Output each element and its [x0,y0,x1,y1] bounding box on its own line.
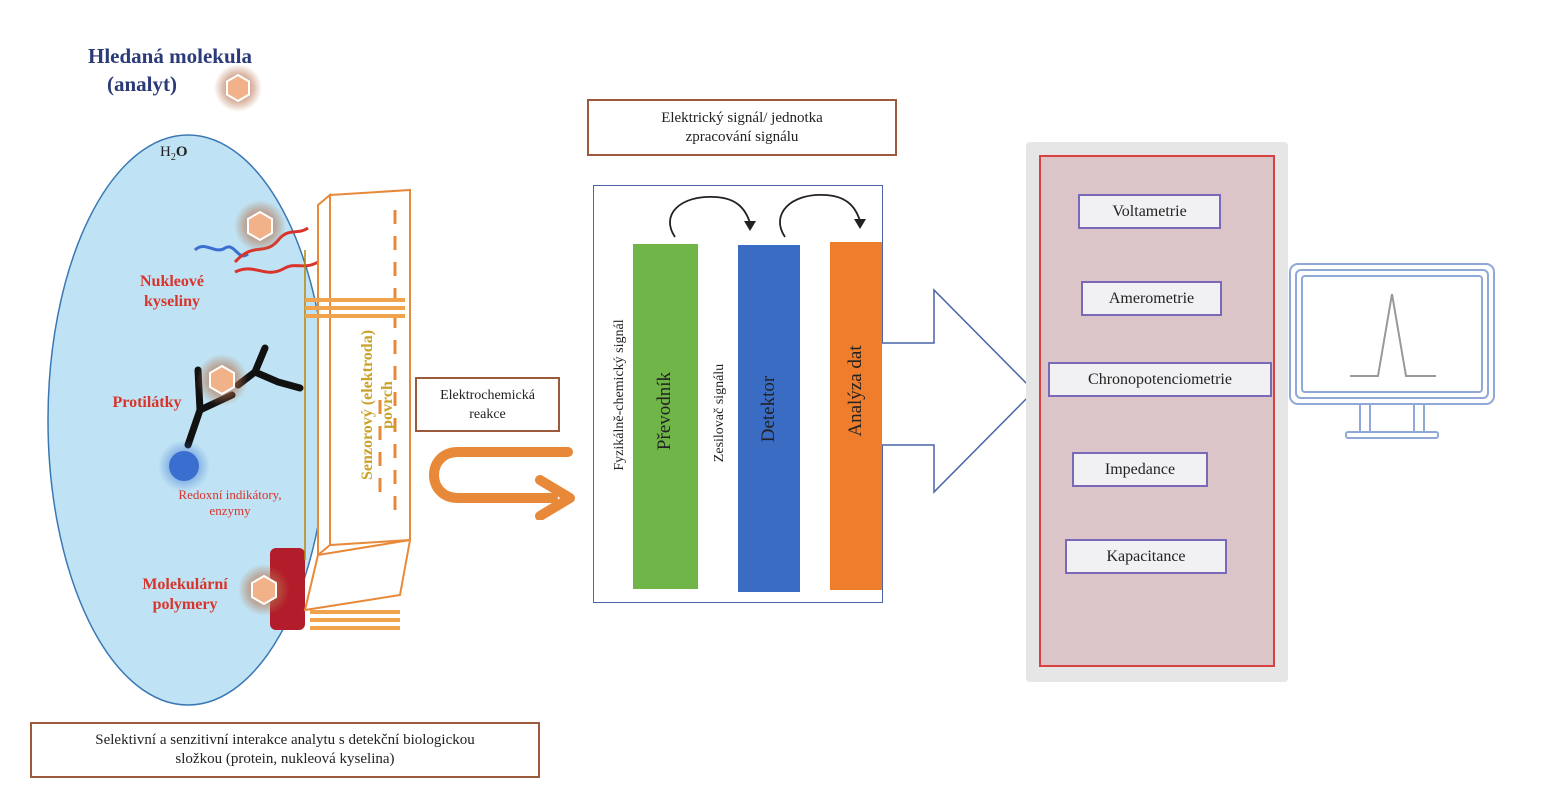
detector-label: Detektor [758,375,779,443]
analysis-label: Analýza dat [845,345,866,437]
signal-unit-box: Elektrický signál/ jednotka zpracování s… [587,99,897,156]
curved-arrow-icon [429,447,575,520]
hexagon-molecule-icon [196,354,248,406]
water-o: O [175,144,188,160]
hexagon-molecule-icon [238,564,290,616]
polymers-line1: Molekulární [142,576,228,593]
technique-capacitance: Kapacitance [1065,539,1227,574]
monitor-peak-icon [1289,263,1495,439]
redox-sphere [169,451,199,481]
technique-voltammetry: Voltametrie [1078,194,1221,229]
flow-arrows [669,194,866,238]
nucleic-acids-label: Nukleové kyseliny [112,272,232,312]
nucleic-line2: kyseliny [143,293,200,310]
polymers-line2: polymery [152,596,218,613]
antibodies-label: Protilátky [112,394,182,411]
signal-line2: zpracování signálu [685,128,799,145]
peak-signal [1350,293,1436,377]
note-line2: složkou (protein, nukleová kyselina) [175,751,395,767]
note-line1: Selektivní a senzitivní interakce analyt… [95,732,475,748]
reaction-line2: reakce [469,406,506,422]
electrode-surface [303,188,412,612]
detector-block [738,245,800,592]
amplifier-label: Zesilovač signálu [712,363,727,463]
physchem-signal-label: Fyzikálně-chemický signál [612,319,627,471]
output-arrow-icon [882,288,1036,494]
surface-line1: Senzorový (elektroda) [359,329,376,481]
nucleic-line1: Nukleové [140,273,204,290]
technique-chronopotentiometry: Chronopotenciometrie [1048,362,1272,397]
electrode-dash-pattern [378,210,397,520]
technique-amperometry: Amerometrie [1081,281,1222,316]
polymers-label: Molekulární polymery [120,575,250,615]
redox-line1: Redoxní indikátory, [178,487,282,502]
water-label: H2O [160,144,188,163]
nucleic-strand-red2 [234,260,319,274]
analysis-block [830,242,882,590]
analyte-title-line2: (analyt) [107,72,177,96]
cell-diagram [47,64,412,706]
technique-impedance: Impedance [1072,452,1208,487]
hexagon-molecule-icon [234,200,286,252]
electrode-surface-label: Senzorový (elektroda) povrch [358,295,398,515]
reaction-box: Elektrochemická reakce [415,377,560,432]
interaction-note: Selektivní a senzitivní interakce analyt… [30,722,540,778]
signal-line1: Elektrický signál/ jednotka [661,109,823,126]
electrode-stripes [305,298,405,630]
transducer-label: Převodník [654,371,675,451]
surface-line2: povrch [379,381,396,429]
redox-label: Redoxní indikátory, enzymy [150,487,310,519]
analyte-title-line1: Hledaná molekula [88,44,252,68]
transducer-block [633,244,698,589]
reaction-line1: Elektrochemická [440,387,535,403]
techniques-panel [1039,155,1275,667]
hexagon-molecule-icon [214,64,262,112]
analyte-title: Hledaná molekula (analyt) [60,42,280,98]
water-sub: 2 [170,152,176,163]
redox-line2: enzymy [209,503,251,518]
water-h: H [160,144,171,160]
